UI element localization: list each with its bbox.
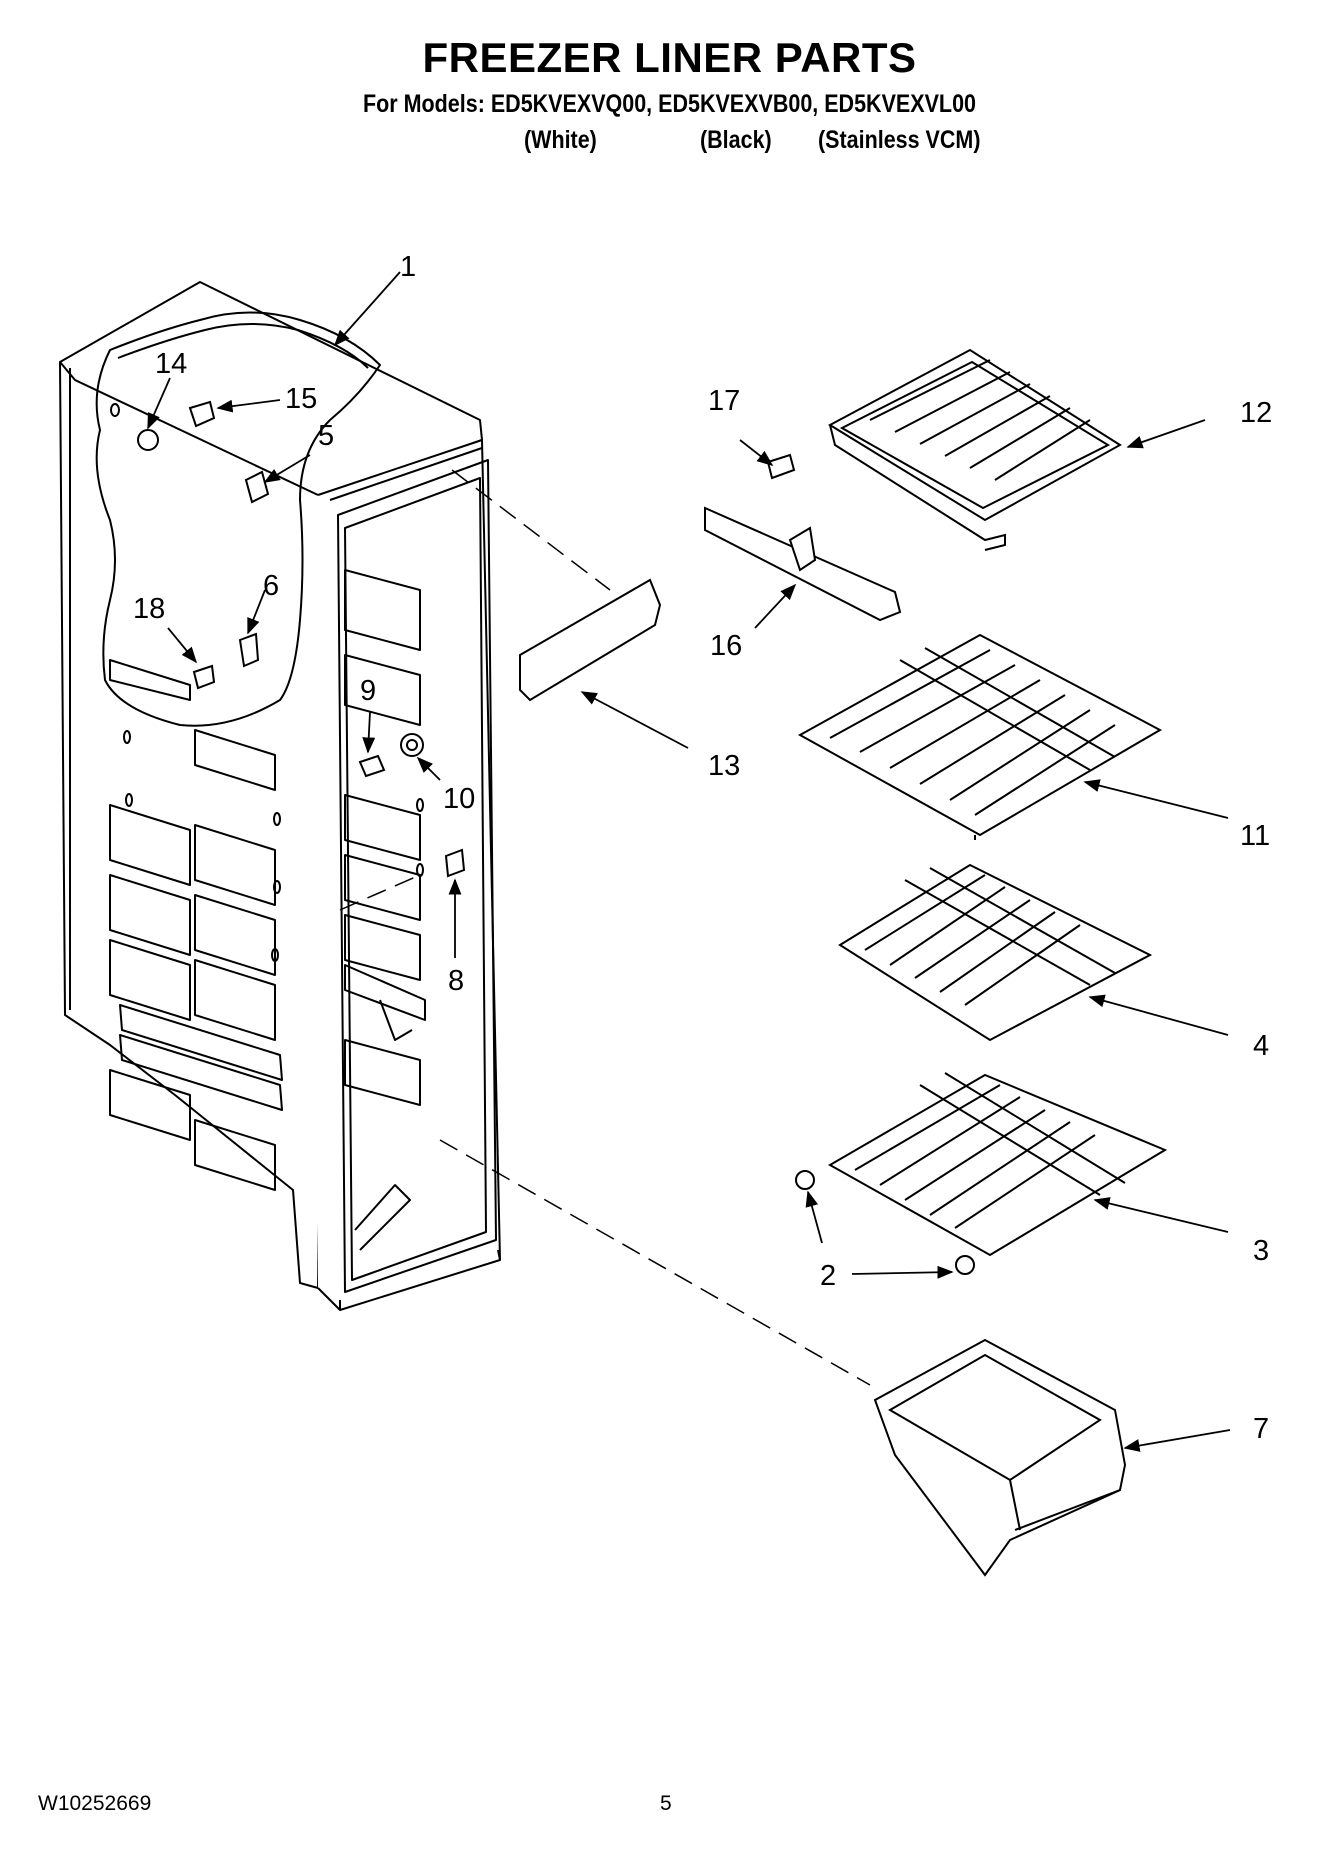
variant-white: (White) (524, 126, 597, 154)
part-7-bin (873, 1338, 1127, 1577)
freezer-liner (59, 281, 501, 1311)
part-16-bracket (704, 453, 902, 622)
callout-10: 10 (443, 783, 475, 815)
callout-8: 8 (448, 965, 464, 997)
callout-2: 2 (820, 1260, 836, 1292)
models-line: For Models: ED5KVEXVQ00, ED5KVEXVB00, ED… (363, 90, 976, 118)
explode-lines (339, 469, 871, 1386)
variant-black: (Black) (700, 126, 772, 154)
callout-14: 14 (155, 348, 187, 380)
part-3-shelf (795, 1072, 1168, 1275)
part-12-tray (827, 348, 1122, 551)
leader-arrows (147, 271, 1231, 1452)
page-title: FREEZER LINER PARTS (422, 34, 917, 81)
variant-stainless: (Stainless VCM) (818, 126, 981, 154)
callout-labels: 1 2 3 4 5 6 7 8 9 10 11 12 13 14 15 16 1… (133, 251, 1272, 1445)
callout-13: 13 (708, 750, 740, 782)
document-number: W10252669 (38, 1792, 152, 1815)
page-number: 5 (660, 1792, 672, 1815)
callout-12: 12 (1240, 397, 1272, 429)
callout-6: 6 (263, 570, 279, 602)
callout-15: 15 (285, 383, 317, 415)
callout-3: 3 (1253, 1235, 1269, 1267)
callout-17: 17 (708, 385, 740, 417)
part-11-shelf (797, 633, 1163, 840)
callout-18: 18 (133, 593, 165, 625)
small-parts (137, 400, 466, 878)
callout-11: 11 (1240, 820, 1270, 852)
callout-4: 4 (1253, 1030, 1269, 1062)
part-4-shelf (838, 863, 1153, 1042)
callout-16: 16 (710, 630, 742, 662)
part-13-deflector (519, 578, 662, 702)
callout-1: 1 (400, 251, 416, 283)
callout-5: 5 (318, 420, 334, 452)
callout-9: 9 (360, 675, 376, 707)
callout-7: 7 (1253, 1413, 1269, 1445)
